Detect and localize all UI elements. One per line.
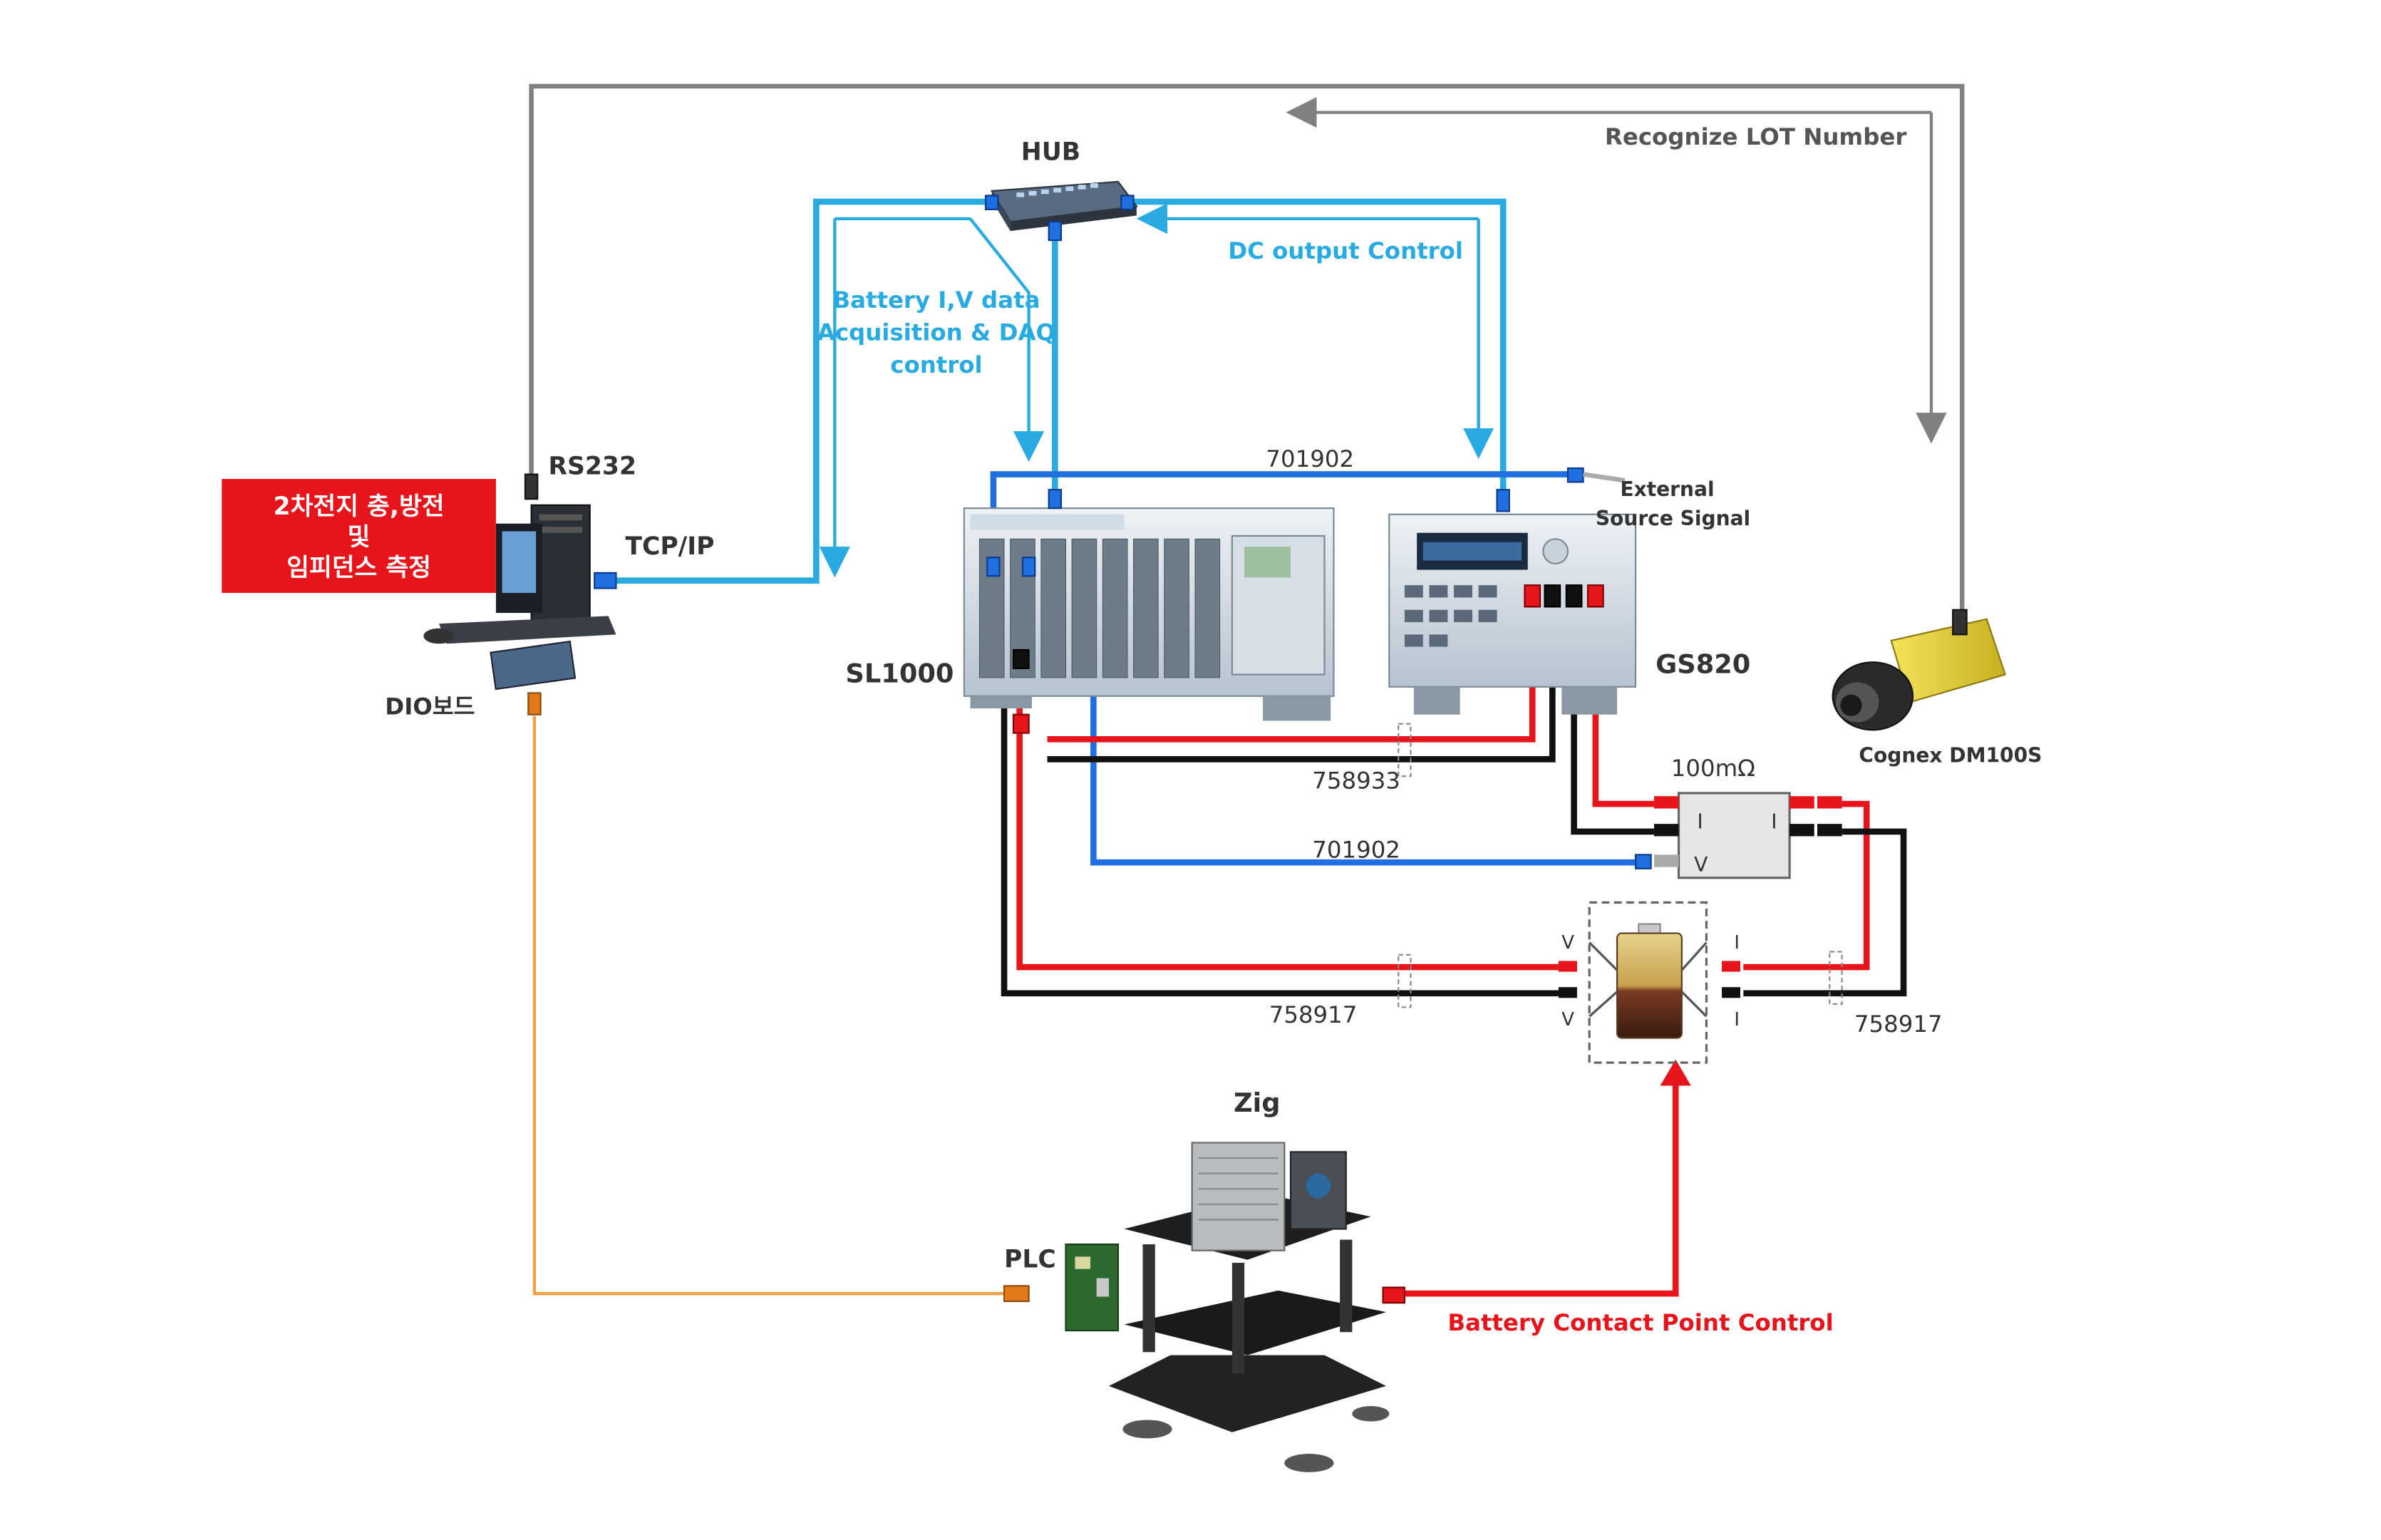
pc-title-line2: 및 [348,523,371,552]
shunt-label: 100mΩ [1671,755,1755,782]
hub-label: HUB [1021,138,1080,167]
labels: HUB RS232 TCP/IP DIO보드 2차전지 충,방전 및 임피던스 … [274,123,2042,1336]
pc-title-line3: 임피던스 측정 [286,554,431,582]
camera-icon [1832,609,2007,731]
shunt-v: V [1694,853,1708,877]
batt-v-top: V [1561,932,1574,954]
pc-banner [222,479,496,593]
camera-label: Cognex DM100S [1859,744,2042,768]
external-line1: External [1620,477,1714,501]
rs232-camera-link [529,83,1965,616]
computer-icon [423,473,617,715]
shunt-i-left: I [1697,810,1703,834]
gs820-label: GS820 [1656,648,1750,679]
shunt-resistor-icon [1653,792,1842,879]
cable-701902-top-label: 701902 [1266,445,1354,472]
hub-icon [985,180,1138,242]
shunt-i-right: I [1771,810,1777,834]
cable-758917-left-label: 758917 [1269,1001,1358,1028]
tcpip-label: TCP/IP [625,532,714,561]
batt-v-bottom: V [1561,1009,1574,1030]
zig-fixture-icon [1108,1142,1405,1472]
gs820-device-icon [1388,489,1637,715]
rs232-label: RS232 [548,453,636,481]
battery-icon [1558,901,1740,1064]
dc-output-label: DC output Control [1228,237,1463,264]
cable-758917-right [1743,800,1907,1006]
cable-758933-label: 758933 [1312,767,1400,794]
plc-board-icon [1003,1244,1120,1332]
dio-plc-link [532,715,1008,1296]
recognize-lot-label: Recognize LOT Number [1605,123,1906,150]
battery-iv-line1: Battery I,V data [832,286,1040,314]
external-line2: Source Signal [1596,507,1750,530]
pc-title-line1: 2차전지 충,방전 [274,492,445,521]
contact-control-label: Battery Contact Point Control [1447,1309,1833,1336]
plc-label: PLC [1004,1246,1056,1274]
battery-iv-line3: control [890,351,982,378]
sl1000-label: SL1000 [845,658,954,688]
cable-758917-right-label: 758917 [1854,1011,1943,1038]
cable-701902-mid-label: 701902 [1312,837,1400,864]
tcpip-network-lines [613,198,1507,584]
zig-label: Zig [1234,1087,1281,1118]
dio-label: DIO보드 [385,693,475,720]
sl1000-device-icon [963,489,1335,734]
cable-758917-left [1001,662,1565,1008]
battery-iv-line2: Acquisition & DAQ [817,319,1055,346]
contact-control-link [1404,1059,1691,1297]
batt-i-top: I [1734,932,1740,954]
batt-i-bottom: I [1734,1009,1740,1030]
